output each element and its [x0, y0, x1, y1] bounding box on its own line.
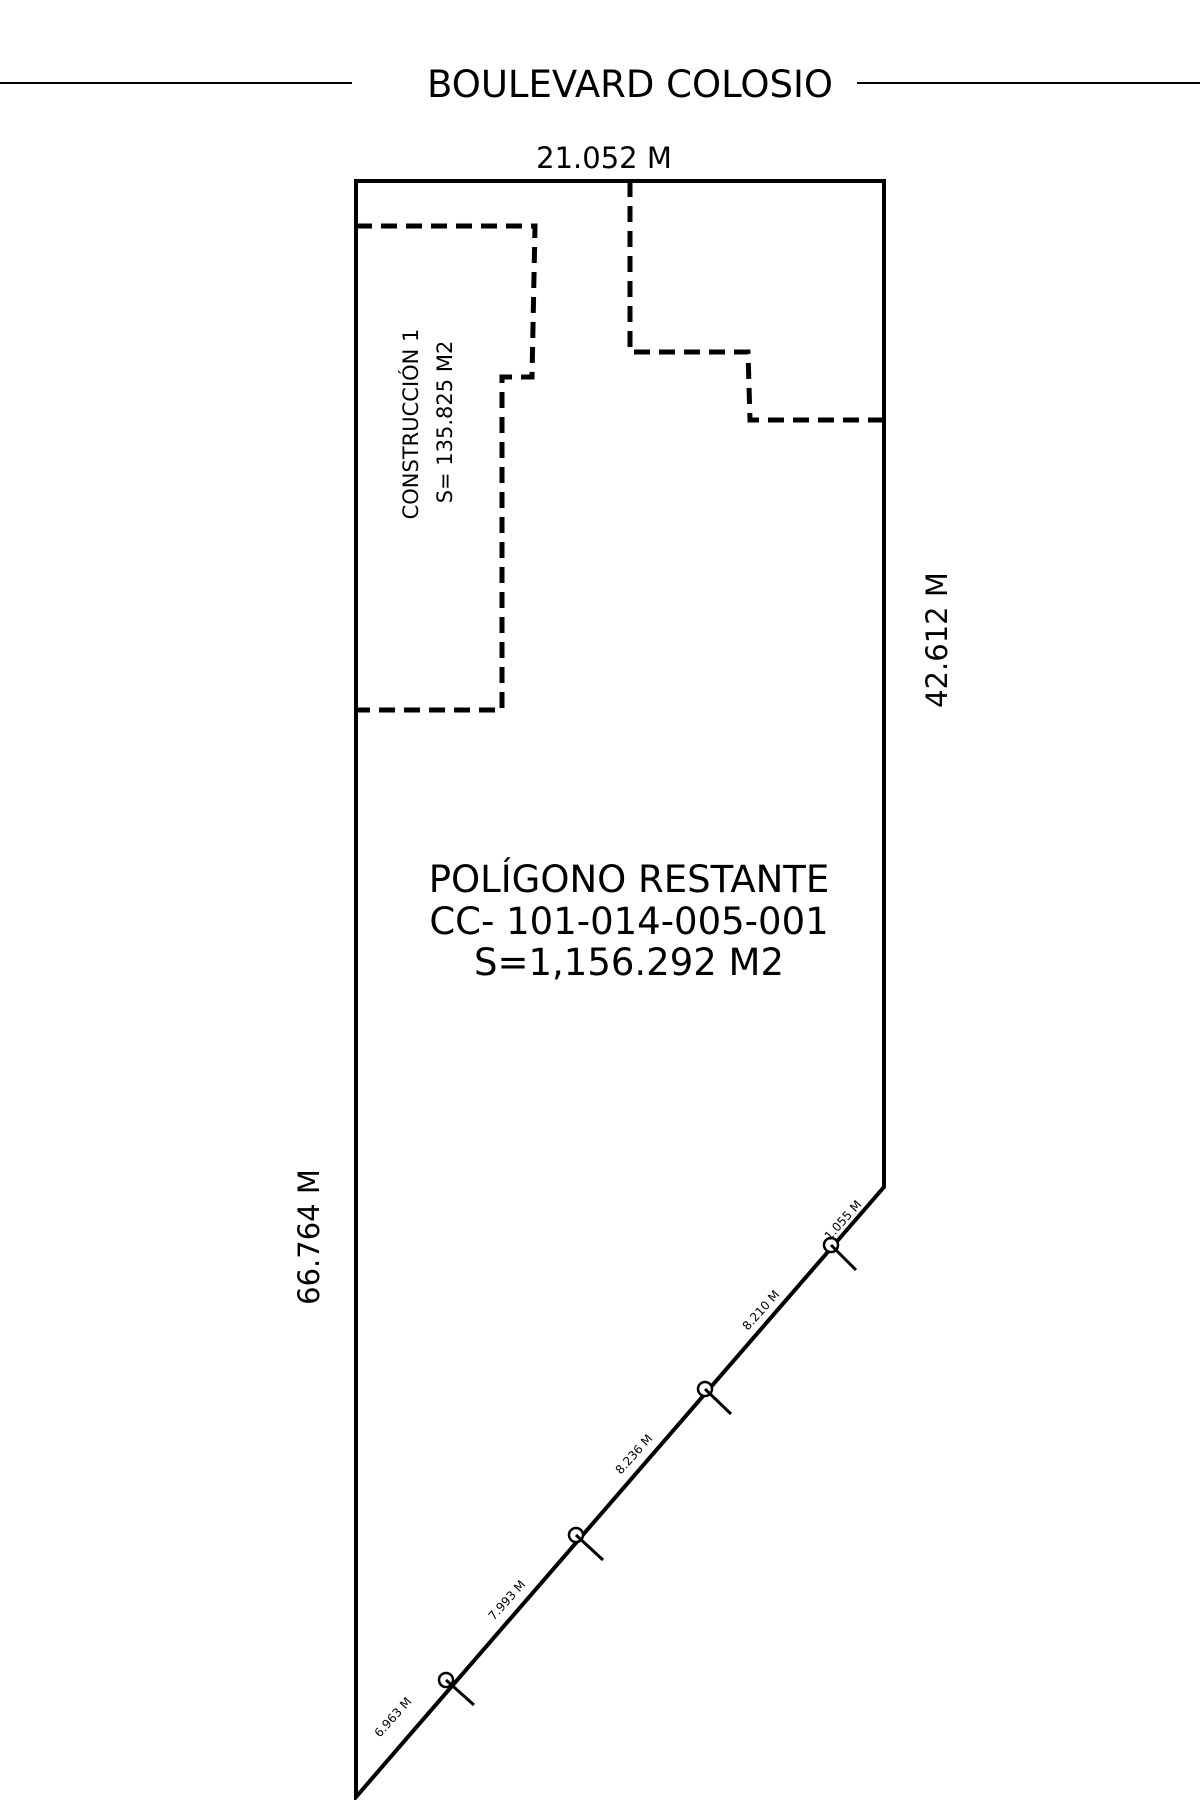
remaining-title: POLÍGONO RESTANTE: [429, 857, 830, 901]
left-dimension-label: 66.764 M: [292, 1169, 326, 1305]
diagonal-segment-label-3: 8.236 M: [613, 1432, 656, 1477]
construction-area: S= 135.825 M2: [433, 341, 457, 504]
top-dimension-label: 21.052 M: [536, 141, 672, 175]
street-name: BOULEVARD COLOSIO: [427, 63, 833, 106]
diagonal-segment-label-1: 6.963 M: [372, 1695, 415, 1740]
diagonal-vertex-2: [567, 1526, 605, 1562]
diagonal-vertex-3: [696, 1380, 733, 1416]
remaining-cadastral: CC- 101-014-005-001: [429, 900, 828, 943]
construction-name: CONSTRUCCIÓN 1: [398, 329, 423, 520]
remaining-area: S=1,156.292 M2: [474, 941, 784, 984]
diagonal-segment-label-2: 7.993 M: [486, 1578, 529, 1623]
adjacent-structure-outline: [627, 181, 884, 423]
diagonal-vertex-4: [822, 1236, 858, 1272]
diagonal-vertex-1: [437, 1671, 475, 1707]
lot-boundary: [354, 179, 886, 1800]
right-dimension-label: 42.612 M: [920, 572, 954, 708]
